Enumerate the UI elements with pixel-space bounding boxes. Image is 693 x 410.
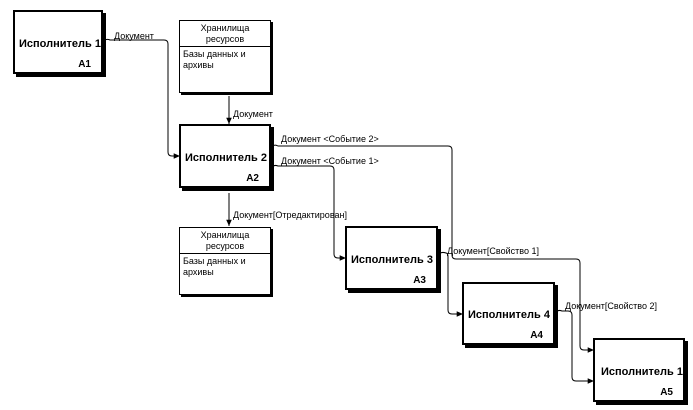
actor-code: A5 xyxy=(660,387,673,398)
flow-a3-a4 xyxy=(437,251,463,317)
actor-a4[interactable]: Исполнитель 4 A4 xyxy=(462,282,555,345)
flow-a1-a2 xyxy=(102,38,180,159)
store-title-line: Хранилища xyxy=(200,230,250,240)
store-title-line: ресурсов xyxy=(205,34,245,44)
actor-code: A4 xyxy=(530,330,543,341)
actor-name: Исполнитель 1 xyxy=(19,38,101,50)
actor-name: Исполнитель 1 xyxy=(601,366,683,378)
actor-a3[interactable]: Исполнитель 3 A3 xyxy=(345,226,438,290)
actor-code: A1 xyxy=(78,59,91,70)
flow-label-store1-a2: Документ xyxy=(233,109,273,119)
actor-code: A3 xyxy=(413,275,426,286)
store-body-line: архивы xyxy=(183,60,214,70)
flow-label-a4-a5: Документ[Свойство 2] xyxy=(565,301,657,311)
actor-name: Исполнитель 3 xyxy=(351,254,433,266)
actor-a5[interactable]: Исполнитель 1 A5 xyxy=(593,338,685,402)
store-title-line: Хранилища xyxy=(200,23,250,33)
store-body-line: Базы данных и xyxy=(183,256,246,266)
flow-label-a2-a5: Документ <Событие 2> xyxy=(281,134,379,144)
flow-label-a3-a4: Документ[Свойство 1] xyxy=(447,246,539,256)
store-title-line: ресурсов xyxy=(205,241,245,251)
store-title: Хранилища ресурсов xyxy=(180,228,270,254)
actor-a1[interactable]: Исполнитель 1 A1 xyxy=(13,10,103,74)
resource-store-bottom[interactable]: Хранилища ресурсов Базы данных и архивы xyxy=(179,227,271,295)
flow-a2-a5 xyxy=(270,144,594,353)
resource-store-top[interactable]: Хранилища ресурсов Базы данных и архивы xyxy=(179,20,271,93)
actor-code: A2 xyxy=(246,173,259,184)
store-body-line: Базы данных и xyxy=(183,49,246,59)
actor-name: Исполнитель 2 xyxy=(185,152,267,164)
store-title: Хранилища ресурсов xyxy=(180,21,270,47)
flow-label-a1-a2: Документ xyxy=(114,31,154,41)
flow-a4-a5 xyxy=(554,309,594,384)
store-body-line: архивы xyxy=(183,267,214,277)
store-body: Базы данных и архивы xyxy=(180,254,270,280)
store-body: Базы данных и архивы xyxy=(180,47,270,73)
actor-name: Исполнитель 4 xyxy=(468,309,550,321)
flow-label-a2-a3: Документ <Событие 1> xyxy=(281,156,379,166)
flow-label-a2-store2: Документ[Отредактирован] xyxy=(233,210,347,220)
actor-a2[interactable]: Исполнитель 2 A2 xyxy=(179,124,271,188)
flow-a2-a3 xyxy=(270,164,346,261)
